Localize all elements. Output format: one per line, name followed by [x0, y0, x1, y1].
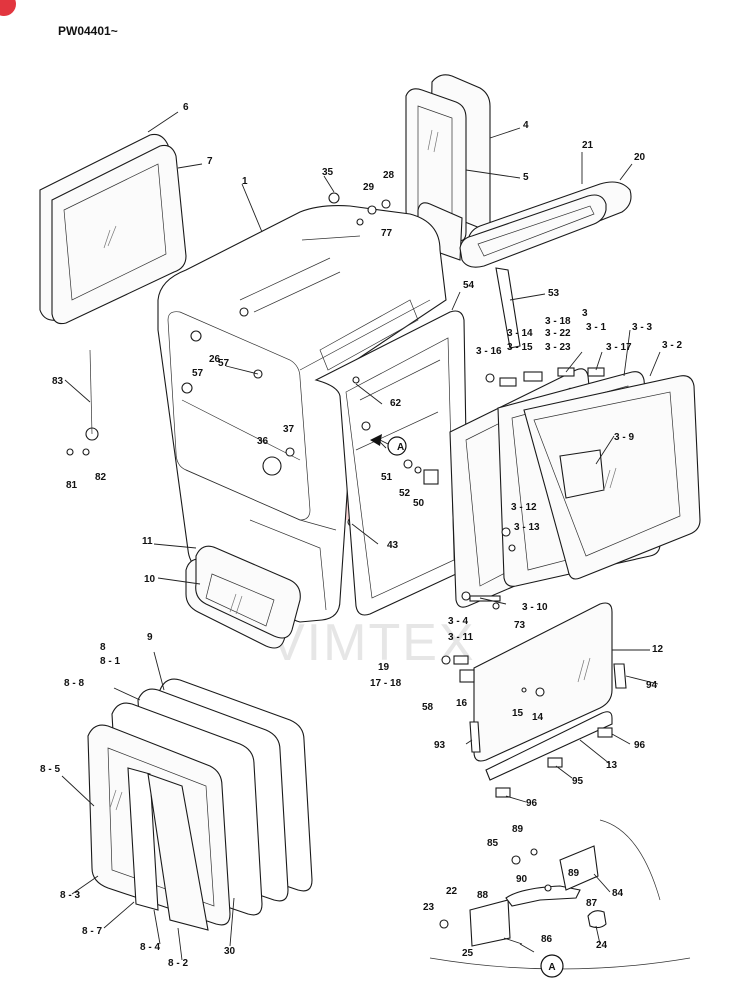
part-label: 3 - 4 — [448, 616, 468, 627]
part-label: 58 — [422, 702, 434, 713]
part-label: 35 — [322, 167, 334, 178]
part-label: 50 — [413, 498, 425, 509]
corner-badge — [0, 0, 16, 16]
part-label: 77 — [381, 228, 393, 239]
part-label: 11 — [142, 536, 153, 547]
part-label: 8 - 7 — [82, 926, 102, 937]
part-label: 3 - 3 — [632, 322, 652, 333]
part-label: 8 - 5 — [40, 764, 60, 775]
part-label: 82 — [95, 472, 107, 483]
part-label: 96 — [634, 740, 646, 751]
part-door-assembly — [87, 678, 313, 931]
part-label: 73 — [514, 620, 526, 631]
part-label: 3 - 22 — [545, 328, 571, 339]
part-label: 37 — [283, 424, 295, 435]
part-label: 4 — [523, 120, 529, 131]
part-label: 53 — [548, 288, 560, 299]
part-label: 13 — [606, 760, 618, 771]
part-label: 52 — [399, 488, 411, 499]
part-label: 3 - 13 — [514, 522, 540, 533]
part-label: 95 — [572, 776, 584, 787]
part-label: 36 — [257, 436, 269, 447]
part-label: 51 — [381, 472, 393, 483]
part-label: 3 — [582, 308, 588, 319]
part-label: 15 — [512, 708, 524, 719]
part-detail-a-hardware — [429, 819, 691, 970]
view-a-arrow — [370, 434, 564, 978]
part-label: 8 - 4 — [140, 942, 160, 953]
part-label: 86 — [541, 934, 553, 945]
part-label: 16 — [456, 698, 468, 709]
part-window-top-left — [39, 133, 187, 325]
part-label: 90 — [516, 874, 528, 885]
part-label: A — [397, 442, 404, 453]
leader-lines — [61, 111, 661, 961]
part-label: 9 — [147, 632, 153, 643]
part-label: 8 - 8 — [64, 678, 84, 689]
part-label: 93 — [434, 740, 446, 751]
part-label: 3 - 12 — [511, 502, 537, 513]
part-label: 1 — [242, 176, 248, 187]
part-label: 62 — [390, 398, 402, 409]
part-label: 6 — [183, 102, 189, 113]
part-label: 94 — [646, 680, 658, 691]
watermark-text: VIMTEX — [270, 614, 476, 672]
part-label: 3 - 10 — [522, 602, 548, 613]
part-label: 87 — [586, 898, 598, 909]
part-label: 3 - 14 — [507, 328, 533, 339]
part-label: 83 — [52, 376, 64, 387]
part-label: 8 - 1 — [100, 656, 120, 667]
part-label: 14 — [532, 712, 544, 723]
part-label: 3 - 23 — [545, 342, 571, 353]
part-label: 5 — [523, 172, 529, 183]
part-label: 28 — [383, 170, 395, 181]
part-label: 3 - 16 — [476, 346, 502, 357]
part-label: 12 — [652, 644, 664, 655]
part-label: 24 — [596, 940, 608, 951]
part-label: 26 — [209, 354, 221, 365]
part-label: 22 — [446, 886, 458, 897]
part-window-lower-left — [185, 545, 301, 649]
part-sliding-window-assembly — [449, 368, 701, 608]
part-label: 25 — [462, 948, 474, 959]
part-number-labels: 671352928774521205354265757838182363762A… — [40, 102, 682, 969]
detail-a-marker: A — [548, 962, 555, 973]
part-label: 57 — [218, 358, 230, 369]
part-label: 89 — [568, 868, 580, 879]
part-label: 8 — [100, 642, 106, 653]
part-label: 19 — [378, 662, 390, 673]
part-roof-window — [459, 181, 632, 268]
diagram-code: PW04401~ — [58, 24, 118, 38]
part-strip-53 — [495, 267, 521, 349]
part-label: 17 - 18 — [370, 678, 402, 689]
part-label: 29 — [363, 182, 375, 193]
part-label: 89 — [512, 824, 524, 835]
part-label: 20 — [634, 152, 646, 163]
part-label: 88 — [477, 890, 489, 901]
part-label: 57 — [192, 368, 204, 379]
part-label: 21 — [582, 140, 594, 151]
part-label: 3 - 15 — [507, 342, 533, 353]
part-label: 8 - 2 — [168, 958, 188, 969]
part-label: 7 — [207, 156, 213, 167]
part-label: 30 — [224, 946, 236, 957]
part-label: 3 - 2 — [662, 340, 682, 351]
part-label: 3 - 1 — [586, 322, 606, 333]
part-label: 43 — [387, 540, 399, 551]
part-label: 81 — [66, 480, 78, 491]
part-label: 84 — [612, 888, 624, 899]
part-label: 54 — [463, 280, 475, 291]
part-label: 10 — [144, 574, 156, 585]
part-label: 96 — [526, 798, 538, 809]
part-label: 3 - 17 — [606, 342, 632, 353]
part-label: 85 — [487, 838, 499, 849]
part-label: 3 - 11 — [448, 632, 473, 643]
part-label: 23 — [423, 902, 435, 913]
part-label: 3 - 9 — [614, 432, 634, 443]
part-lower-glass — [469, 602, 627, 781]
part-label: 3 - 18 — [545, 316, 571, 327]
part-label: 8 - 3 — [60, 890, 80, 901]
